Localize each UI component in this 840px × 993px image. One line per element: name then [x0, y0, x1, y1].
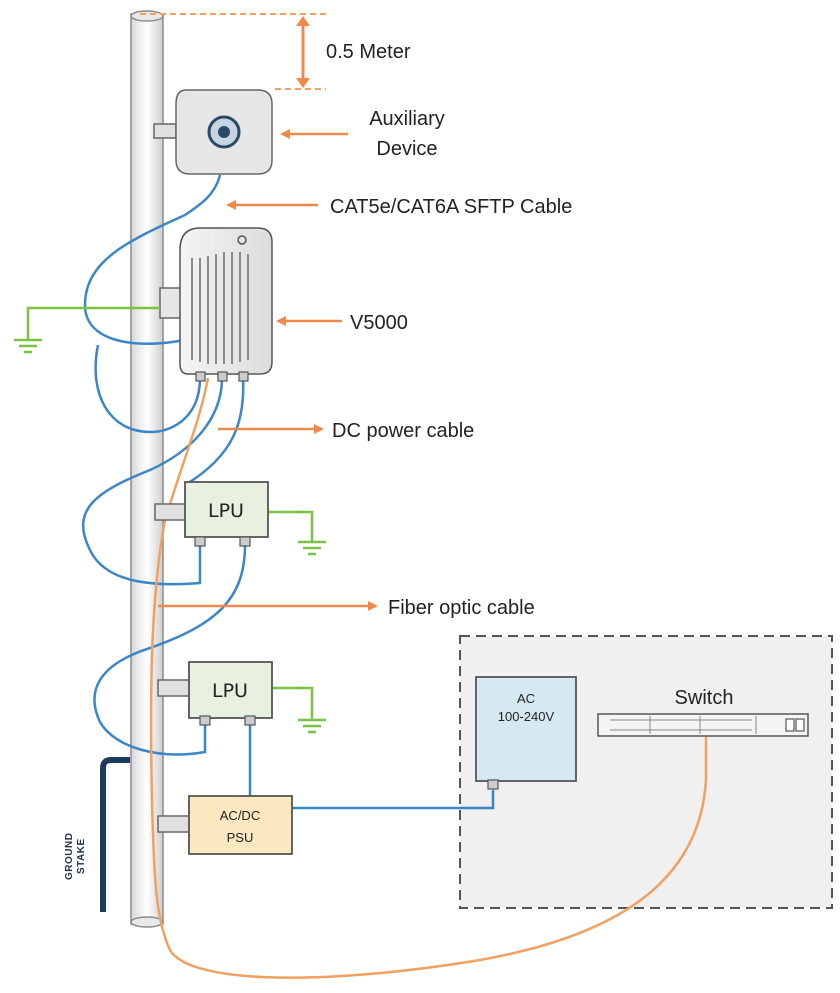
auxiliary-label-line2: Device: [376, 138, 437, 160]
auxiliary-label-line1: Auxiliary: [369, 108, 445, 130]
radio-port-2: [217, 371, 228, 382]
ground-stake-label: GROUND STAKE: [64, 833, 87, 880]
lpu-bottom: LPU: [157, 661, 273, 726]
ac-power-box: AC 100-240V: [475, 676, 577, 790]
pole-bottom-cap: [130, 916, 164, 928]
cable-radio-to-lpu-2: [184, 377, 245, 487]
height-label: 0.5 Meter: [326, 41, 411, 63]
pole-top-cap: [130, 10, 164, 22]
lpu-bottom-label: LPU: [212, 680, 248, 702]
cable-radio-loop: [94, 344, 202, 434]
radio-port-1: [195, 371, 206, 382]
radio-port-3: [238, 371, 249, 382]
auxiliary-device: [153, 89, 273, 175]
psu-label-line1: AC/DC: [220, 808, 260, 823]
ac-label-line1: AC: [517, 691, 535, 706]
switch-label: Switch: [675, 687, 734, 709]
network-switch: Switch: [597, 687, 809, 737]
cable-psu-to-ac: [292, 790, 495, 810]
dimension-arrow-head-up: [296, 16, 310, 26]
lpu-top: LPU: [154, 481, 269, 547]
radio-label: V5000: [350, 312, 408, 334]
cable-lpu1-to-lpu2: [93, 544, 247, 756]
ac-label-line2: 100-240V: [498, 709, 555, 724]
ac-dc-psu: AC/DC PSU: [157, 795, 293, 855]
v5000-radio: [159, 227, 273, 382]
ground-stake-label-line1: GROUND: [64, 833, 75, 880]
dimension-arrow-head-down: [296, 78, 310, 88]
radio-fins: [191, 252, 249, 364]
cable-aux-to-radio: [83, 174, 222, 345]
ground-radio: [14, 306, 160, 354]
fiber-label: Fiber optic cable: [388, 597, 535, 619]
ground-stake-label-line2: STAKE: [76, 838, 87, 874]
dc-power-label: DC power cable: [332, 420, 474, 442]
mounting-pole: [130, 13, 164, 925]
callout-arrows: [158, 129, 378, 611]
ground-stake: [100, 757, 130, 912]
lpu-top-label: LPU: [208, 500, 244, 522]
ground-lpu-top: [268, 510, 326, 556]
psu-label-line2: PSU: [227, 830, 254, 845]
ground-lpu-bottom: [272, 686, 326, 734]
cable-label: CAT5e/CAT6A SFTP Cable: [330, 196, 572, 218]
